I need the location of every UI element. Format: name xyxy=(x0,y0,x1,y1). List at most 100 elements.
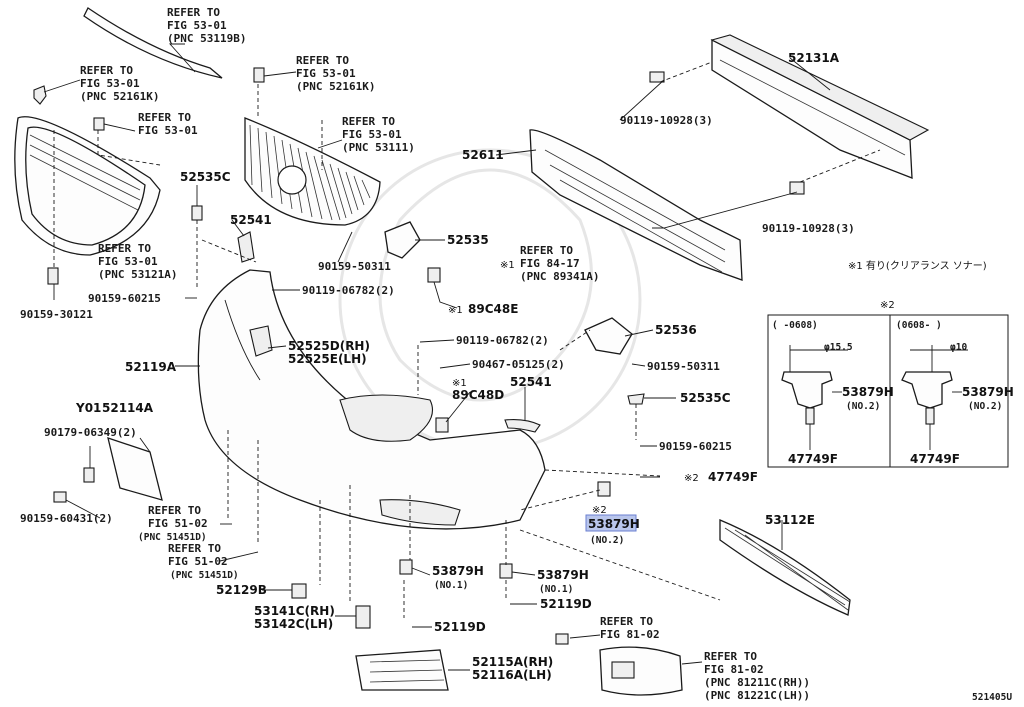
label-53141c[interactable]: 53141C(RH) xyxy=(254,604,335,618)
label-90119-06782-a[interactable]: 90119-06782(2) xyxy=(302,284,395,297)
lower-bracket-52115a[interactable] xyxy=(355,649,449,691)
refer-89341a-l3[interactable]: (PNC 89341A) xyxy=(520,270,599,283)
inset-right-bottom[interactable]: 47749F xyxy=(910,452,960,466)
label-52525d[interactable]: 52525D(RH) xyxy=(288,339,370,353)
refer-52161k-left-l3[interactable]: (PNC 52161K) xyxy=(80,90,159,103)
label-47749f[interactable]: 47749F xyxy=(708,470,758,484)
clip-52535c-top[interactable] xyxy=(191,205,203,221)
label-90119-06782-b[interactable]: 90119-06782(2) xyxy=(456,334,549,347)
radiator-grille-frame-part[interactable] xyxy=(14,116,161,256)
label-53879h-highlighted[interactable]: 53879H xyxy=(588,517,640,531)
label-90159-60215-b[interactable]: 90159-60215 xyxy=(659,440,732,453)
refer-51451d-1-l2[interactable]: FIG 51-02 xyxy=(148,517,208,530)
inset-left-bottom[interactable]: 47749F xyxy=(788,452,838,466)
label-89c48e[interactable]: 89C48E xyxy=(468,302,518,316)
refer-51451d-1-l1[interactable]: REFER TO xyxy=(148,504,201,517)
clip-52161k-left[interactable] xyxy=(33,85,47,105)
label-90119-10928-a[interactable]: 90119-10928(3) xyxy=(620,114,713,127)
label-52611[interactable]: 52611 xyxy=(462,148,504,162)
label-52115a[interactable]: 52115A(RH) xyxy=(472,655,553,669)
bumper-reinforcement-52131a[interactable] xyxy=(710,34,930,179)
sensor-89c48e[interactable] xyxy=(427,267,441,283)
bracket-52536[interactable] xyxy=(584,317,633,355)
bolt-fog-lamp[interactable] xyxy=(555,633,569,645)
refer-89341a-l1[interactable]: REFER TO xyxy=(520,244,573,257)
refer-89341a-l2[interactable]: FIG 84-17 xyxy=(520,257,580,270)
label-52535[interactable]: 52535 xyxy=(447,233,489,247)
label-90467-05125[interactable]: 90467-05125(2) xyxy=(472,358,565,371)
bolt-90119-10928-top[interactable] xyxy=(649,71,665,83)
refer-53121a-l1[interactable]: REFER TO xyxy=(98,242,151,255)
refer-52161k-mid-l3[interactable]: (PNC 52161K) xyxy=(296,80,375,93)
highlight-box-53879h[interactable] xyxy=(585,514,637,532)
sensor-89c48d[interactable] xyxy=(435,417,449,433)
label-52119d-a[interactable]: 52119D xyxy=(540,597,592,611)
refer-53111-l1[interactable]: REFER TO xyxy=(342,115,395,128)
refer-53119b-l3[interactable]: (PNC 53119B) xyxy=(167,32,246,45)
label-52535c-a[interactable]: 52535C xyxy=(180,170,231,184)
refer-53121a-l2[interactable]: FIG 53-01 xyxy=(98,255,158,268)
refer-81-02-b-l1[interactable]: REFER TO xyxy=(704,650,757,663)
refer-81-02-b-l4[interactable]: (PNC 81221C(LH)) xyxy=(704,689,810,702)
refer-53111-l2[interactable]: FIG 53-01 xyxy=(342,128,402,141)
label-52119a[interactable]: 52119A xyxy=(125,360,177,374)
label-52536[interactable]: 52536 xyxy=(655,323,697,337)
license-bracket-52114a[interactable] xyxy=(107,437,163,501)
clip-52161k-mid[interactable] xyxy=(253,67,265,83)
refer-53-01-l1[interactable]: REFER TO xyxy=(138,111,191,124)
label-90159-50311-b[interactable]: 90159-50311 xyxy=(647,360,720,373)
bracket-52535[interactable] xyxy=(384,221,421,259)
inset-left-part[interactable]: 53879H xyxy=(842,385,894,399)
refer-52161k-mid-l1[interactable]: REFER TO xyxy=(296,54,349,67)
refer-53119b-l1[interactable]: REFER TO xyxy=(167,6,220,19)
refer-53-01-l2[interactable]: FIG 53-01 xyxy=(138,124,198,137)
label-89c48d[interactable]: 89C48D xyxy=(452,388,504,402)
refer-51451d-1-l3[interactable]: (PNC 51451D) xyxy=(138,532,207,543)
label-90159-60215-a[interactable]: 90159-60215 xyxy=(88,292,161,305)
seal-52541-bottom[interactable] xyxy=(504,419,541,433)
clip-53879h-no1-left[interactable] xyxy=(399,559,413,575)
label-90159-30121[interactable]: 90159-30121 xyxy=(20,308,93,321)
label-52129b[interactable]: 52129B xyxy=(216,583,267,597)
label-52535c-b[interactable]: 52535C xyxy=(680,391,731,405)
label-52116a[interactable]: 52116A(LH) xyxy=(472,668,552,682)
refer-53119b-l2[interactable]: FIG 53-01 xyxy=(167,19,227,32)
label-y01[interactable]: Y01 xyxy=(75,401,101,415)
label-53112e[interactable]: 53112E xyxy=(765,513,815,527)
energy-absorber-52611[interactable] xyxy=(529,129,743,281)
label-53879h-no1-b[interactable]: 53879H xyxy=(537,568,589,582)
label-52541-a[interactable]: 52541 xyxy=(230,213,272,227)
upper-moulding-part[interactable] xyxy=(83,7,223,79)
spacer-53141c[interactable] xyxy=(355,605,371,629)
sensor-bracket-52525[interactable] xyxy=(249,325,273,357)
refer-51451d-2-l2[interactable]: FIG 51-02 xyxy=(168,555,228,568)
bolt-90179-06349[interactable] xyxy=(83,467,95,483)
label-53142c[interactable]: 53142C(LH) xyxy=(254,617,333,631)
screw-top-left[interactable] xyxy=(93,117,105,131)
label-53879h-no1-a[interactable]: 53879H xyxy=(432,564,484,578)
refer-81-02-b-l3[interactable]: (PNC 81211C(RH)) xyxy=(704,676,810,689)
refer-52161k-left-l1[interactable]: REFER TO xyxy=(80,64,133,77)
label-52541-b[interactable]: 52541 xyxy=(510,375,552,389)
label-52525e[interactable]: 52525E(LH) xyxy=(288,352,367,366)
bolt-90119-10928-bottom[interactable] xyxy=(789,181,805,195)
fog-lamp-housing[interactable] xyxy=(599,646,683,696)
label-52114a[interactable]: 52114A xyxy=(102,401,154,415)
inset-right-part[interactable]: 53879H xyxy=(962,385,1014,399)
refer-51451d-2-l1[interactable]: REFER TO xyxy=(168,542,221,555)
label-90159-50311-a[interactable]: 90159-50311 xyxy=(318,260,391,273)
bumper-cover-52119a[interactable] xyxy=(197,269,546,530)
refer-53121a-l3[interactable]: (PNC 53121A) xyxy=(98,268,177,281)
label-90159-60431[interactable]: 90159-60431(2) xyxy=(20,512,113,525)
refer-53111-l3[interactable]: (PNC 53111) xyxy=(342,141,415,154)
refer-52161k-left-l2[interactable]: FIG 53-01 xyxy=(80,77,140,90)
lower-grille-53112e[interactable] xyxy=(719,519,851,616)
clip-53879h-no2[interactable] xyxy=(597,481,611,497)
refer-81-02-a-l1[interactable]: REFER TO xyxy=(600,615,653,628)
label-52119d-b[interactable]: 52119D xyxy=(434,620,486,634)
refer-81-02-a-l2[interactable]: FIG 81-02 xyxy=(600,628,660,641)
bolt-90159-60431[interactable] xyxy=(53,491,67,503)
seal-52541-top[interactable] xyxy=(237,231,255,263)
clip-52535c-right[interactable] xyxy=(627,393,645,405)
bolt-90159-30121[interactable] xyxy=(47,267,59,285)
